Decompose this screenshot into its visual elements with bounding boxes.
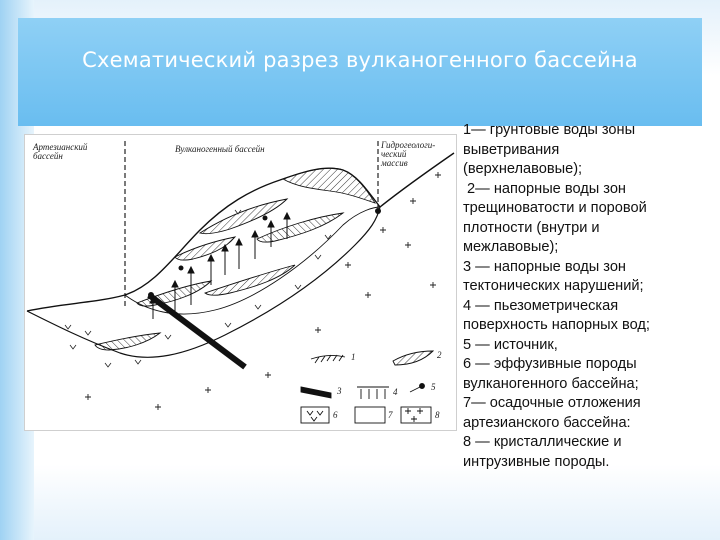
legend-swatch-5 xyxy=(419,383,425,389)
inner-contact xyxy=(124,206,381,315)
label-artesian: Артезианский бассейн xyxy=(33,143,87,161)
fault-zone xyxy=(147,292,247,370)
effusive-marks xyxy=(64,209,332,368)
legend-number-1: 1 xyxy=(351,352,356,362)
legend-swatch-2 xyxy=(392,350,435,366)
cross-section-drawing xyxy=(26,141,455,424)
legend-swatch-6 xyxy=(300,406,330,424)
label-artesian-line2: бассейн xyxy=(33,151,63,161)
legend-number-3: 3 xyxy=(337,386,342,396)
legend-line: 3 — напорные воды зон xyxy=(463,258,626,275)
legend-line: 4 — пьезометрическая xyxy=(463,297,619,314)
volcanic-body-base xyxy=(26,206,381,358)
aquifer-lens-1 xyxy=(198,198,289,235)
legend-number-2: 2 xyxy=(437,350,442,360)
spring-4 xyxy=(375,208,381,214)
legend-line: 1— грунтовые воды зоны xyxy=(463,122,636,138)
legend-number-4: 4 xyxy=(393,387,398,397)
crystalline-marks xyxy=(85,172,441,410)
title-container: Схематический разрез вулканогенного басс… xyxy=(36,26,684,94)
weathering-zone xyxy=(282,167,376,204)
legend-swatch-8 xyxy=(400,406,432,424)
piezometric-arrows xyxy=(149,211,291,319)
label-hydro-line2: ческий xyxy=(381,149,407,159)
cross-section-figure: Артезианский бассейн Вулканогенный бассе… xyxy=(24,134,457,431)
label-hydro: Гидрогеологи- ческий массив xyxy=(381,141,435,168)
label-volcanic: Вулканогенный бассейн xyxy=(175,144,265,154)
spring-1 xyxy=(148,292,154,298)
legend-description: 1— грунтовые воды зоны выветривания (вер… xyxy=(463,121,713,472)
label-artesian-line1: Артезианский xyxy=(33,142,88,152)
terrain-profile xyxy=(26,152,455,312)
figure-legend xyxy=(300,350,435,424)
legend-line: плотности (внутри и xyxy=(463,219,600,236)
legend-line: 5 — источник, xyxy=(463,336,558,353)
legend-swatch-4 xyxy=(357,386,389,399)
spring-3 xyxy=(262,215,268,221)
legend-line: 6 — эффузивные породы xyxy=(463,356,637,372)
legend-swatch-7 xyxy=(354,406,386,424)
label-hydro-line3: массив xyxy=(381,158,408,168)
title-band xyxy=(18,18,702,126)
legend-number-7: 7 xyxy=(388,410,393,420)
legend-swatch-3 xyxy=(300,386,332,399)
aquifer-lens-6 xyxy=(94,332,162,351)
legend-number-6: 6 xyxy=(333,410,338,420)
legend-line: межлавовые); xyxy=(463,239,559,255)
legend-line: тектонических нарушений; xyxy=(463,278,644,294)
aquifer-lens-2 xyxy=(256,212,345,243)
legend-line: вулканогенного бассейна; xyxy=(463,375,639,392)
legend-number-8: 8 xyxy=(435,410,440,420)
legend-line: 2— напорные воды зон xyxy=(463,180,626,197)
aquifer-lens-5 xyxy=(174,236,237,261)
label-hydro-line1: Гидрогеологи- xyxy=(381,140,436,150)
legend-number-5: 5 xyxy=(431,382,436,392)
legend-line: (верхнелавовые); xyxy=(463,161,583,177)
legend-line: 8 — кристаллические и xyxy=(463,434,622,450)
spring-2 xyxy=(178,265,184,271)
legend-line: 7— осадочные отложения xyxy=(463,395,641,411)
legend-line: трещиноватости и поровой xyxy=(463,200,647,216)
legend-line: интрузивные породы. xyxy=(463,453,610,470)
slide-title: Схематический разрез вулканогенного басс… xyxy=(82,48,638,72)
legend-line: поверхность напорных вод; xyxy=(463,317,650,333)
legend-line: выветривания xyxy=(463,141,560,158)
legend-line: артезианского бассейна: xyxy=(463,414,631,431)
aquifer-lens-3 xyxy=(204,264,296,296)
